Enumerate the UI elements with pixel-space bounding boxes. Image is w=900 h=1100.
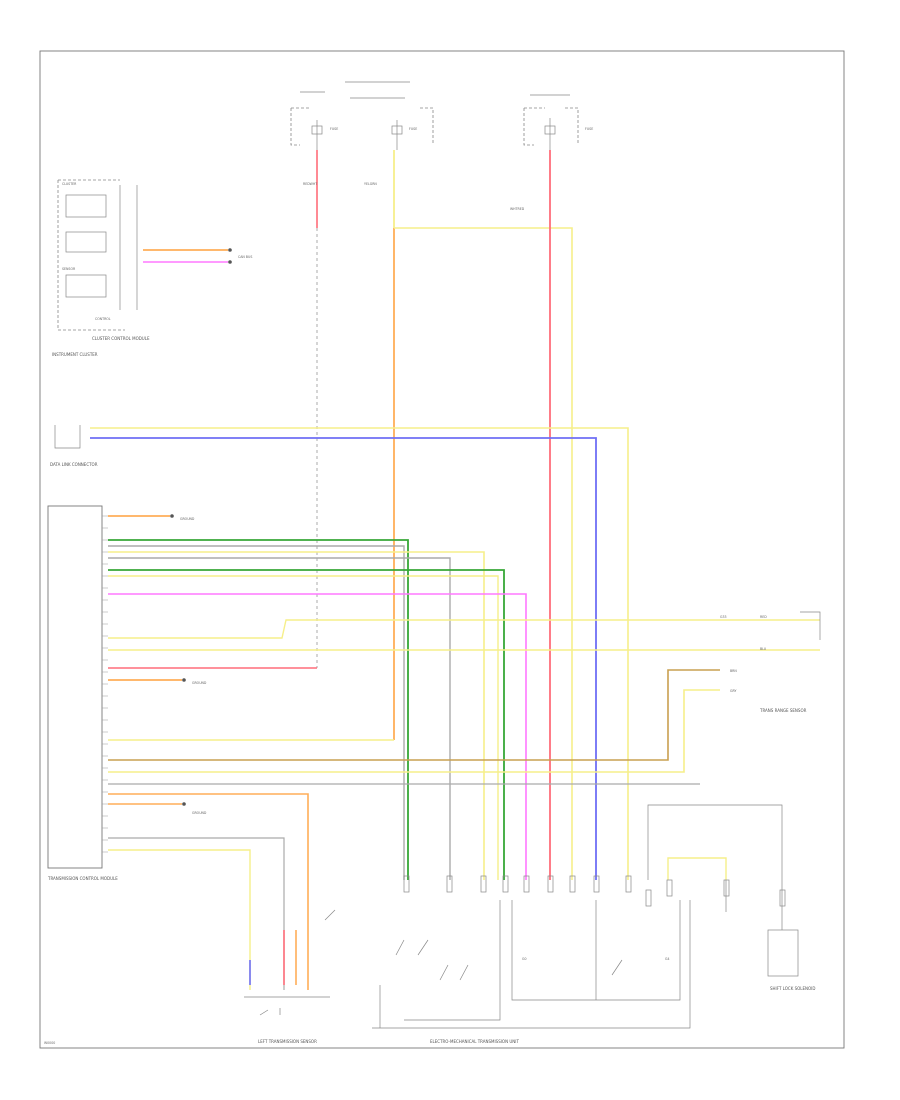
wire-tcm-green-1: [108, 539, 409, 880]
wire-tcm-brown-1: [108, 669, 720, 761]
shift-lock-label: SHIFT LOCK SOLENOID: [770, 986, 815, 991]
wire-yellow-horiz: [394, 227, 573, 880]
tcm-label: TRANSMISSION CONTROL MODULE: [47, 876, 118, 881]
wire-tcm-yellow-1: [108, 551, 485, 880]
data-link-label: DATA LINK CONNECTOR: [50, 462, 98, 467]
svg-text:RED: RED: [760, 615, 767, 619]
svg-text:G33: G33: [720, 615, 727, 619]
cluster-module-label: CLUSTER CONTROL MODULE: [92, 336, 150, 341]
bottom-connectors: [403, 875, 786, 907]
wire-tcm-yellow-2: [108, 575, 499, 880]
svg-text:REDWHT: REDWHT: [303, 182, 317, 186]
wire-tcm-gray-4: [108, 837, 285, 990]
left-sensor-label: LEFT TRANSMISSION SENSOR: [258, 1039, 317, 1044]
svg-text:GROUND: GROUND: [192, 811, 207, 815]
svg-text:BLU: BLU: [760, 647, 767, 651]
shift-lock-solenoid: SHIFT LOCK SOLENOID: [647, 804, 815, 991]
svg-text:CLUSTER: CLUSTER: [62, 182, 77, 186]
data-link-connector: DATA LINK CONNECTOR: [50, 425, 98, 467]
cluster-box-label: INSTRUMENT CLUSTER: [52, 352, 98, 357]
svg-text:YELGRN: YELGRN: [364, 182, 377, 186]
left-trans-sensor: LEFT TRANSMISSION SENSOR: [244, 909, 336, 1044]
svg-text:WHTRED: WHTRED: [510, 207, 525, 211]
fuse-box-right: FUSE: [523, 94, 593, 150]
svg-text:CAN BUS: CAN BUS: [238, 255, 252, 259]
wire-tcm-gray-2: [108, 557, 451, 880]
wire-tcm-pink: [108, 593, 527, 880]
svg-text:G0: G0: [522, 957, 527, 961]
emt-label: ELECTRO-MECHANICAL TRANSMISSION UNIT: [430, 1039, 519, 1044]
svg-text:GROUND: GROUND: [192, 681, 207, 685]
svg-text:FUSE: FUSE: [409, 127, 417, 131]
tcm-box: [47, 505, 103, 869]
svg-text:G4: G4: [665, 957, 670, 961]
instrument-cluster: CLUSTER SENSOR CONTROL CLUSTER CONTROL M…: [52, 179, 150, 357]
fuse-box-left: FUSE FUSE: [290, 81, 434, 150]
wire-tcm-yellow-3: [108, 619, 820, 639]
wire-tcm-green-2: [108, 569, 505, 880]
trans-range-label: TRANS RANGE SENSOR: [759, 708, 807, 713]
emt-unit: G0 G4 ELECTRO-MECHANICAL TRANSMISSION UN…: [372, 900, 691, 1044]
trans-range-sensor: G33 RED BLU BRN GRY TRANS RANGE SENSOR: [720, 611, 821, 713]
diagram-mark: W0000: [44, 1041, 55, 1045]
svg-text:GROUND: GROUND: [180, 517, 195, 521]
wire-tcm-orange-3: [108, 793, 309, 990]
svg-text:FUSE: FUSE: [330, 127, 338, 131]
svg-text:CONTROL: CONTROL: [95, 317, 111, 321]
tcm-pins: [102, 515, 108, 853]
svg-text:GRY: GRY: [730, 689, 736, 693]
wire-dlc-blue: [90, 437, 597, 880]
wire-dlc-yellow: [90, 427, 629, 880]
wire-tcm-gray-1: [108, 545, 405, 880]
wire-tcm-yellow-7: [108, 849, 251, 990]
svg-text:SENSOR: SENSOR: [62, 267, 76, 271]
svg-text:BRN: BRN: [730, 669, 737, 673]
svg-text:FUSE: FUSE: [585, 127, 593, 131]
wire-tcm-yellow-6: [108, 689, 720, 773]
diagram-frame: [39, 50, 845, 1049]
